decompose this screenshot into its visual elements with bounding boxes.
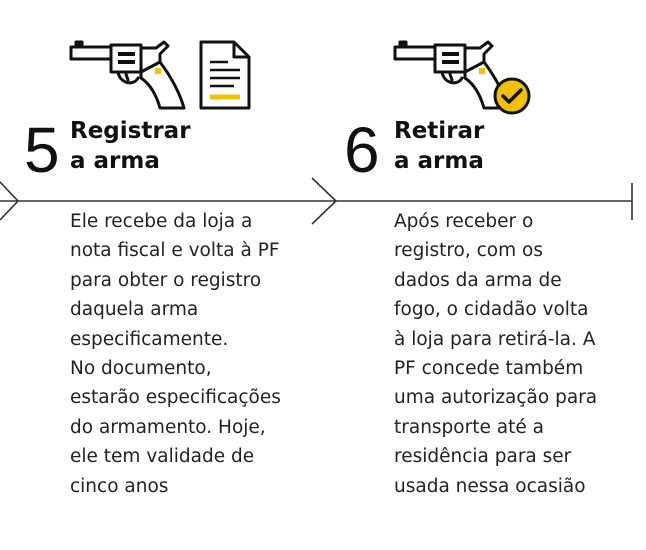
description-line: do armamento. Hoje, xyxy=(70,416,266,438)
description-line: PF concede também xyxy=(394,358,584,380)
step-description: Após receber o registro, com os dados da… xyxy=(394,207,597,501)
description-line: usada nessa ocasião xyxy=(394,475,586,497)
description-line: cinco anos xyxy=(70,475,169,497)
description-line: No documento, xyxy=(70,358,212,380)
step-title: Retirar a arma xyxy=(394,116,484,176)
description-line: daquela arma xyxy=(70,299,199,321)
description-line: uma autorização para xyxy=(394,387,598,409)
step-title: Registrar a arma xyxy=(70,116,191,176)
description-line: à loja para retirá-la. A xyxy=(394,328,596,350)
step-description: Ele recebe da loja a nota fiscal e volta… xyxy=(70,207,281,501)
description-line: especificamente. xyxy=(70,328,229,350)
description-line: ele tem validade de xyxy=(70,446,255,468)
description-line: para obter o registro xyxy=(70,269,262,291)
step-title-line: a arma xyxy=(394,148,484,174)
step-title-line: a arma xyxy=(70,148,160,174)
description-line: residência para ser xyxy=(394,446,572,468)
description-line: dados da arma de xyxy=(394,269,562,291)
check-badge-icon xyxy=(493,77,531,115)
revolver-icon xyxy=(69,40,186,110)
description-line: nota fiscal e volta à PF xyxy=(70,240,280,262)
step-number: 6 xyxy=(344,114,380,186)
description-line: fogo, o cidadão volta xyxy=(394,299,589,321)
description-line: registro, com os xyxy=(394,240,543,262)
step-title-line: Registrar xyxy=(70,118,191,144)
description-line: Ele recebe da loja a xyxy=(70,211,253,232)
description-line: estarão especificações xyxy=(70,387,281,409)
step-title-line: Retirar xyxy=(394,118,485,144)
timeline-chevron-middle xyxy=(311,177,338,225)
description-line: transporte até a xyxy=(394,416,544,438)
description-line: Após receber o xyxy=(394,211,534,232)
document-icon xyxy=(199,40,251,110)
step-number: 5 xyxy=(24,114,60,186)
revolver-icon xyxy=(393,40,510,110)
timeline-chevron-left xyxy=(0,181,20,221)
